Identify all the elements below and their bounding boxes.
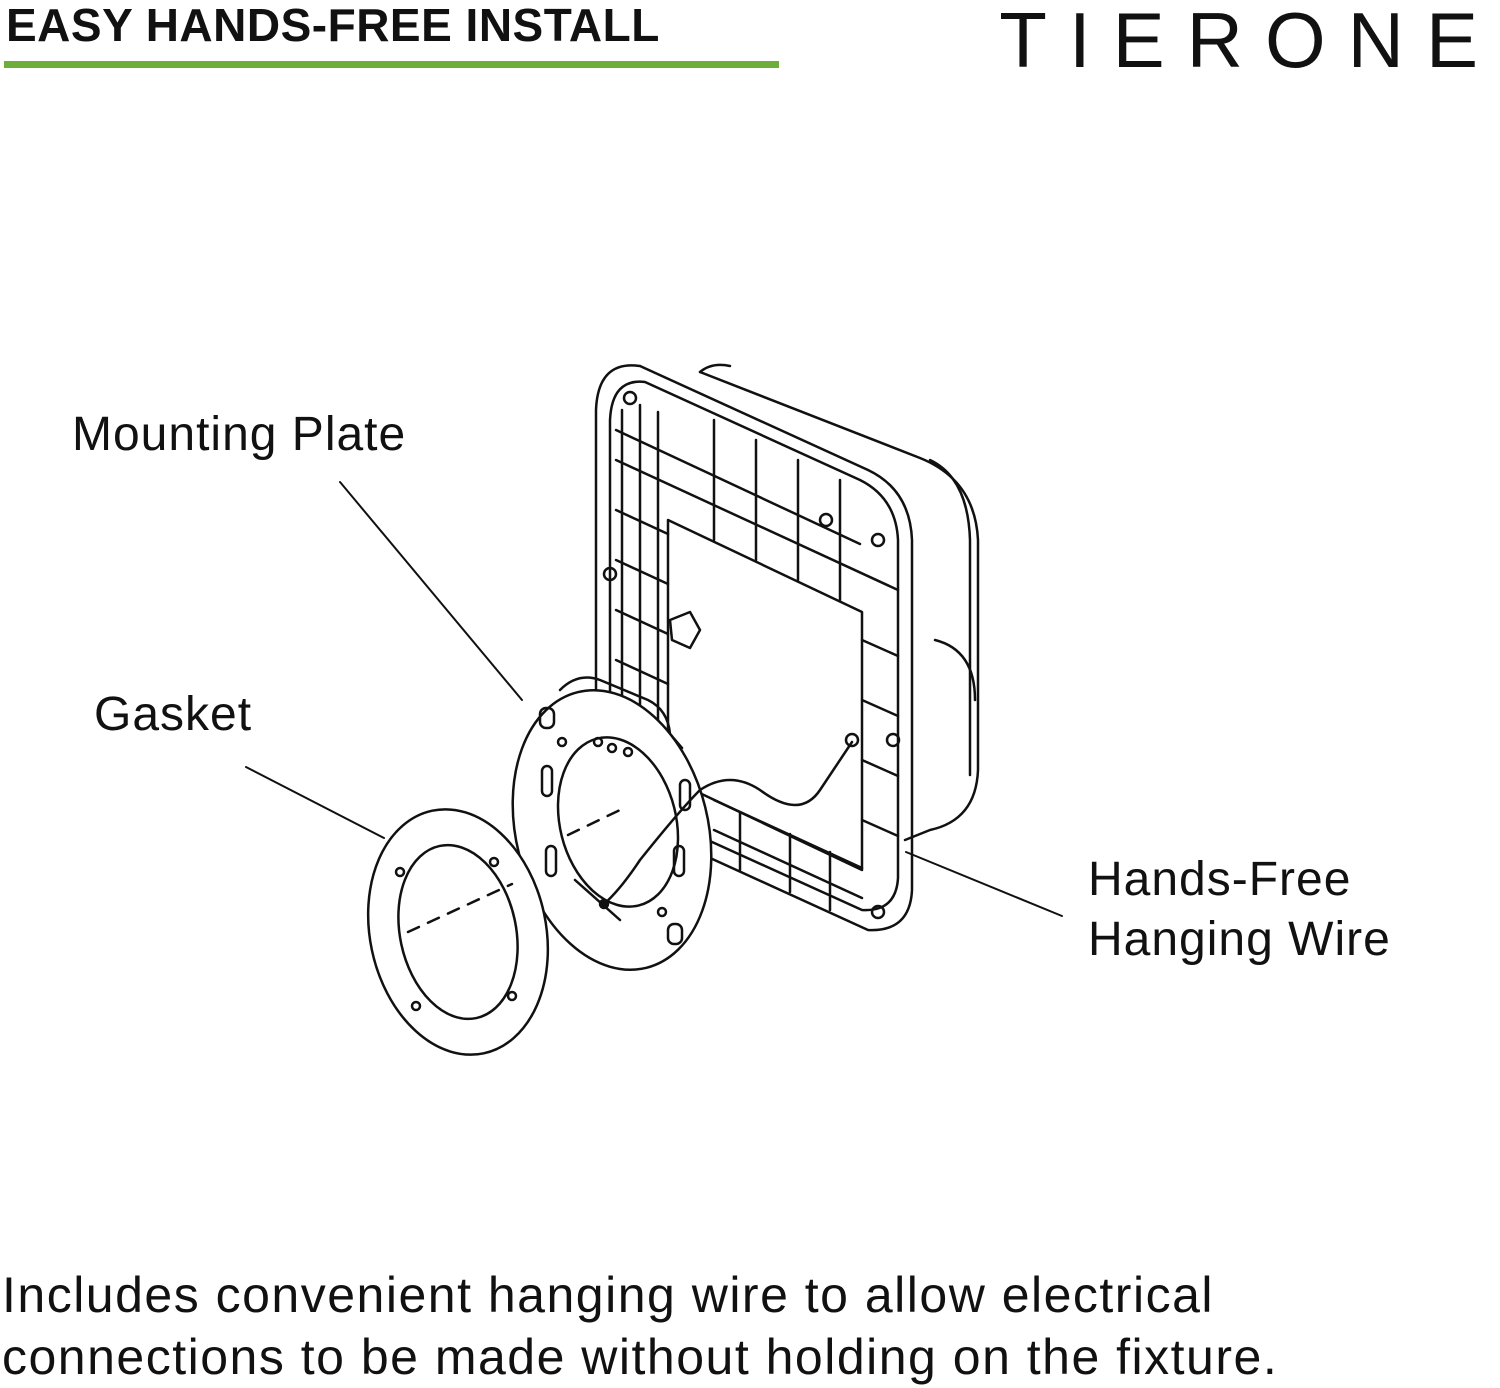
label-mounting-plate: Mounting Plate — [72, 408, 407, 461]
label-hanging-wire-line1: Hands-Free — [1088, 853, 1352, 906]
leader-lines — [245, 481, 1063, 917]
label-hanging-wire-line2: Hanging Wire — [1088, 913, 1391, 966]
wire-clip — [668, 610, 860, 748]
caption-line1: Includes convenient hanging wire to allo… — [2, 1267, 1214, 1323]
headline: EASY HANDS-FREE INSTALL — [6, 0, 660, 51]
leader-hanging-wire — [905, 851, 1063, 917]
caption-line2: connections to be made without holding o… — [2, 1329, 1279, 1385]
fixture-housing — [698, 363, 980, 842]
label-hanging-wire: Hands-Free Hanging Wire — [1088, 850, 1391, 970]
headline-underline — [4, 61, 779, 68]
leader-mounting-plate — [339, 481, 523, 701]
hanging-wire — [598, 740, 854, 910]
gasket — [366, 808, 550, 1056]
label-gasket: Gasket — [94, 688, 253, 741]
brand-logo: TIERONE — [999, 0, 1500, 84]
leader-gasket — [245, 766, 385, 839]
caption: Includes convenient hanging wire to allo… — [2, 1264, 1500, 1388]
mounting-box-frame — [594, 364, 914, 932]
